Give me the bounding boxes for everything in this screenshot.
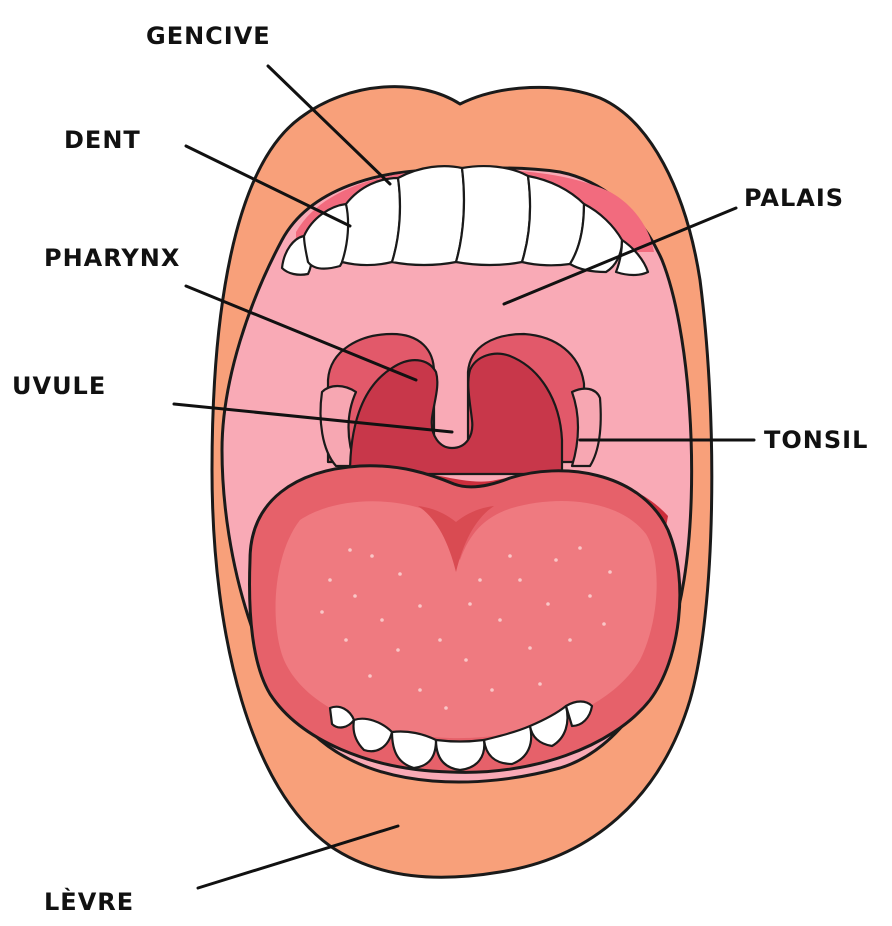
label-pharynx: PHARYNX	[44, 244, 180, 272]
label-levre: LÈVRE	[44, 887, 134, 916]
label-tonsil: TONSIL	[764, 426, 868, 454]
upper-tooth	[392, 166, 464, 265]
label-gencive: GENCIVE	[146, 22, 271, 50]
label-palais: PALAIS	[744, 184, 844, 212]
label-dent: DENT	[64, 126, 141, 154]
label-uvule: UVULE	[12, 372, 106, 400]
upper-tooth	[456, 166, 530, 265]
